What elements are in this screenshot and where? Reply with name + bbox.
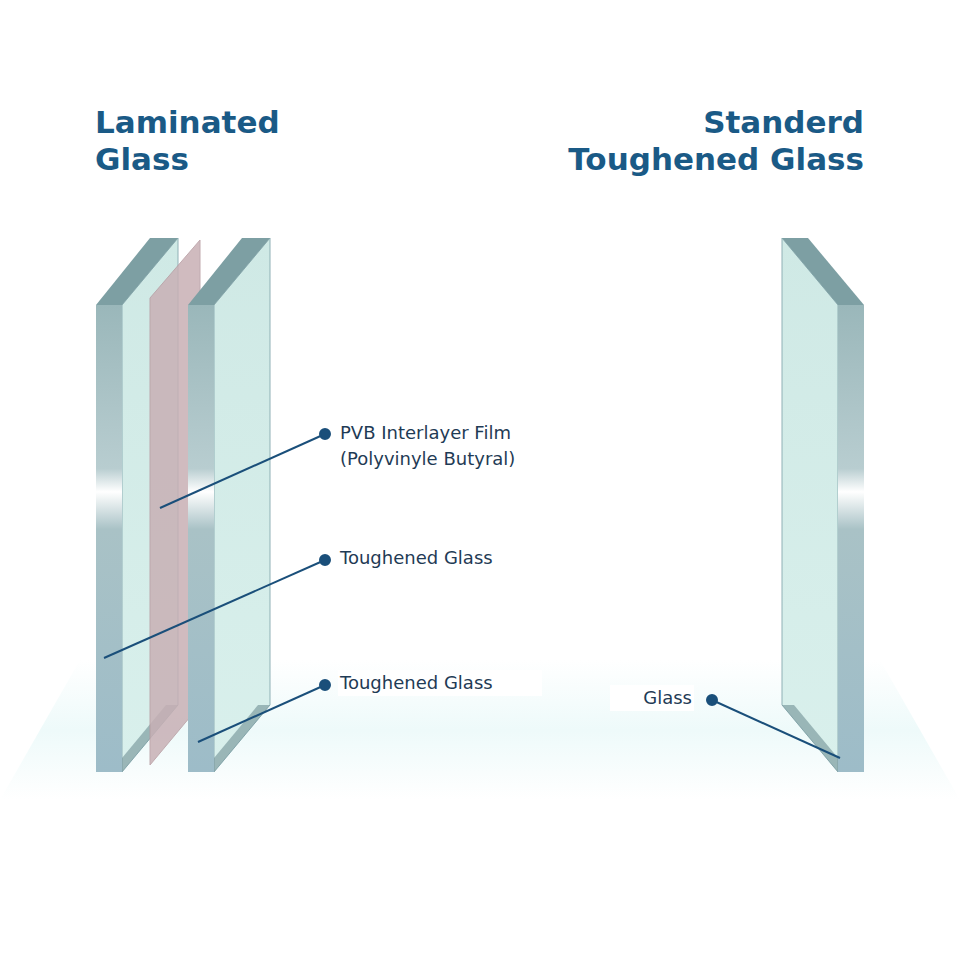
callout-label: PVB Interlayer Film (Polyvinyle Butyral) bbox=[338, 420, 567, 472]
heading: Standerd Toughened Glass bbox=[564, 104, 864, 178]
callout-label: Glass bbox=[610, 685, 694, 711]
glass-pane bbox=[188, 238, 270, 772]
glass-pane bbox=[782, 238, 864, 772]
leader-lines bbox=[104, 429, 840, 758]
heading: Laminated Glass bbox=[95, 104, 295, 178]
callout-label: Toughened Glass bbox=[338, 670, 542, 696]
callout-label: Toughened Glass bbox=[338, 545, 542, 571]
